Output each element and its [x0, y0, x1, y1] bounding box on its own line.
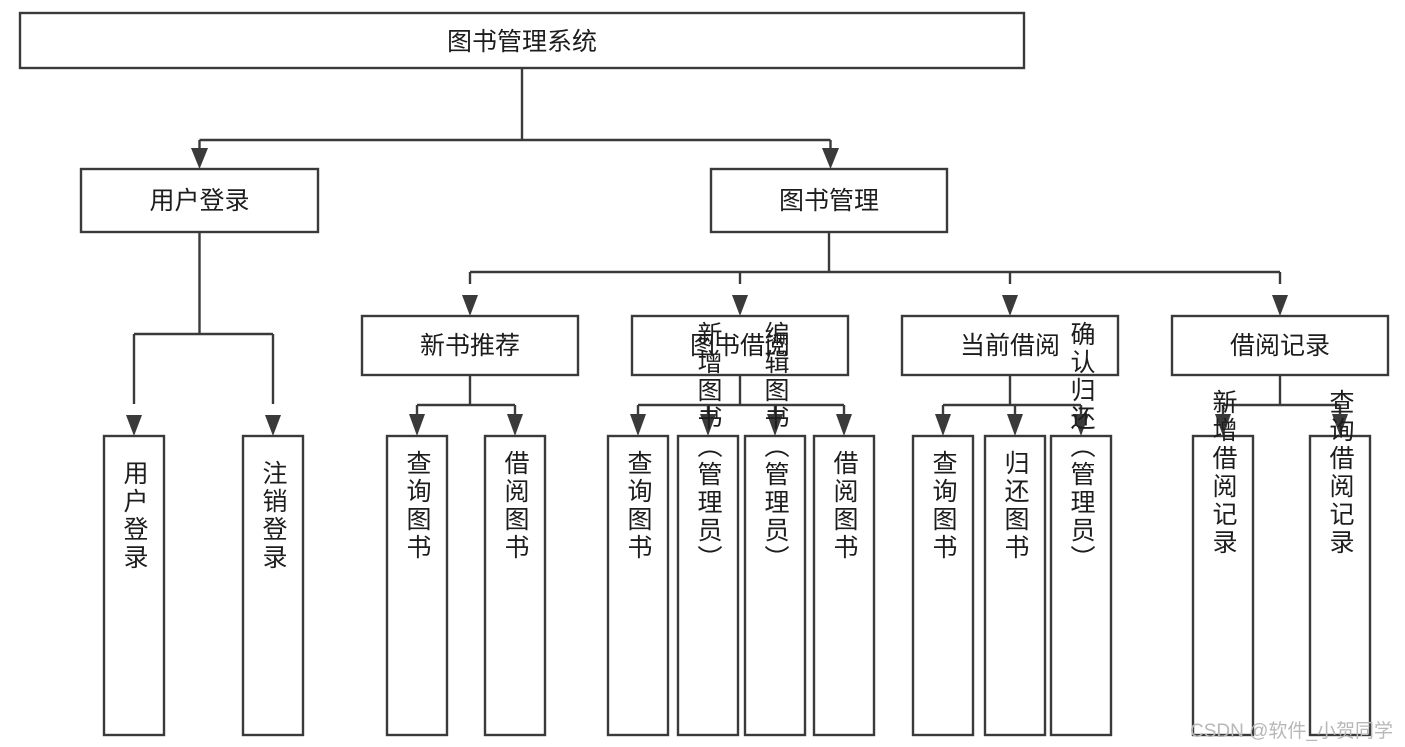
node-current-borrow-box[interactable] — [900, 314, 1120, 377]
node-leaf-br-query-record-label: 查询借阅记录 — [1326, 389, 1355, 557]
node-borrow-record-label: 借阅记录 — [1230, 332, 1330, 360]
node-user-login-box[interactable] — [79, 167, 320, 234]
node-leaf-user-logout[interactable]: 注销登录 — [241, 434, 305, 737]
node-leaf-bb-borrow-book[interactable]: 借阅图书 — [812, 434, 876, 737]
node-root[interactable]: 图书管理系统 — [18, 11, 1026, 70]
node-leaf-user-logout-box[interactable] — [241, 434, 305, 737]
node-root-box[interactable] — [18, 11, 1026, 70]
node-leaf-rec-borrow-book[interactable]: 借阅图书 — [483, 434, 547, 737]
node-root-label: 图书管理系统 — [447, 28, 597, 56]
node-book-borrow[interactable]: 图书借阅 — [630, 314, 850, 377]
node-borrow-record[interactable]: 借阅记录 — [1170, 314, 1390, 377]
node-book-borrow-box[interactable] — [630, 314, 850, 377]
node-layer: 图书管理系统 用户登录 图书管理 新书推荐 图书借阅 — [18, 11, 1390, 737]
node-borrow-record-box[interactable] — [1170, 314, 1390, 377]
node-leaf-bb-edit-book[interactable]: 编辑图书（管理员） — [743, 321, 807, 737]
node-leaf-rec-borrow-book-box[interactable] — [483, 434, 547, 737]
edge-layer — [126, 68, 1348, 436]
node-current-borrow-label: 当前借阅 — [960, 332, 1060, 360]
arrow-head-bookborrow — [732, 295, 748, 316]
arrow-head-rec-borrow-book — [507, 414, 523, 436]
node-leaf-br-add-record[interactable]: 新增借阅记录 — [1191, 389, 1255, 737]
node-new-book-rec-box[interactable] — [360, 314, 580, 377]
arrow-head-book-manage — [822, 148, 839, 169]
arrow-head-rec-query-book — [409, 414, 425, 436]
node-leaf-rec-query-book-label: 查询图书 — [403, 450, 432, 562]
node-leaf-bb-query-book-label: 查询图书 — [624, 450, 653, 562]
node-leaf-bb-add-book[interactable]: 新增图书（管理员） — [676, 321, 740, 737]
node-leaf-rec-query-book[interactable]: 查询图书 — [385, 434, 449, 737]
arrow-head-bb-edit-book — [767, 414, 783, 436]
arrow-head-leaf-user-login — [126, 415, 142, 436]
node-leaf-user-login-label: 用户登录 — [120, 460, 149, 572]
node-book-manage-box[interactable] — [709, 167, 949, 234]
arrow-head-br-query-record — [1332, 414, 1348, 436]
node-leaf-cb-query-book-label: 查询图书 — [929, 450, 958, 562]
arrow-head-currentborrow — [1002, 295, 1018, 316]
node-leaf-bb-edit-book-label: 编辑图书（管理员） — [761, 321, 790, 573]
node-leaf-cb-query-book-box[interactable] — [911, 434, 975, 737]
node-book-manage-label: 图书管理 — [779, 187, 879, 215]
arrow-head-br-add-record — [1215, 414, 1231, 436]
node-leaf-user-login-box[interactable] — [102, 434, 166, 737]
node-leaf-bb-add-book-label: 新增图书（管理员） — [694, 321, 723, 573]
node-user-login-label: 用户登录 — [149, 187, 249, 215]
node-leaf-br-add-record-box[interactable] — [1191, 434, 1255, 737]
node-leaf-cb-confirm-return-box[interactable] — [1049, 434, 1113, 737]
node-leaf-cb-confirm-return[interactable]: 确认归还（管理员） — [1049, 321, 1113, 737]
arrow-head-leaf-user-logout — [265, 415, 281, 436]
arrow-head-bb-borrow-book — [836, 414, 852, 436]
node-leaf-cb-return-book[interactable]: 归还图书 — [983, 434, 1047, 737]
arrow-head-cb-confirm-return — [1073, 414, 1089, 436]
node-leaf-bb-query-book-box[interactable] — [606, 434, 670, 737]
arrow-head-user-login — [191, 148, 208, 169]
node-leaf-cb-query-book[interactable]: 查询图书 — [911, 434, 975, 737]
arrow-head-newbook — [462, 295, 478, 316]
node-book-manage[interactable]: 图书管理 — [709, 167, 949, 234]
node-leaf-rec-borrow-book-label: 借阅图书 — [501, 450, 530, 562]
node-leaf-br-query-record[interactable]: 查询借阅记录 — [1308, 389, 1372, 737]
node-new-book-rec-label: 新书推荐 — [420, 332, 520, 360]
arrow-head-bb-query-book — [630, 414, 646, 436]
node-leaf-user-logout-label: 注销登录 — [259, 460, 288, 572]
node-leaf-bb-edit-book-box[interactable] — [743, 434, 807, 737]
arrow-head-cb-return-book — [1007, 414, 1023, 436]
node-leaf-bb-query-book[interactable]: 查询图书 — [606, 434, 670, 737]
node-book-borrow-label: 图书借阅 — [690, 332, 790, 360]
arrow-head-bb-add-book — [700, 414, 716, 436]
node-leaf-user-login[interactable]: 用户登录 — [102, 434, 166, 737]
node-leaf-br-query-record-box[interactable] — [1308, 434, 1372, 737]
node-new-book-rec[interactable]: 新书推荐 — [360, 314, 580, 377]
node-user-login[interactable]: 用户登录 — [79, 167, 320, 234]
node-leaf-rec-query-book-box[interactable] — [385, 434, 449, 737]
node-leaf-bb-add-book-box[interactable] — [676, 434, 740, 737]
node-leaf-cb-return-book-label: 归还图书 — [1001, 450, 1030, 562]
arrow-head-borrowrecord — [1272, 295, 1288, 316]
node-leaf-cb-confirm-return-label: 确认归还（管理员） — [1067, 321, 1096, 573]
node-leaf-cb-return-book-box[interactable] — [983, 434, 1047, 737]
node-leaf-bb-borrow-book-label: 借阅图书 — [830, 450, 859, 562]
node-leaf-bb-borrow-book-box[interactable] — [812, 434, 876, 737]
node-leaf-br-add-record-label: 新增借阅记录 — [1209, 389, 1238, 557]
arrow-head-cb-query-book — [935, 414, 951, 436]
node-current-borrow[interactable]: 当前借阅 — [900, 314, 1120, 377]
